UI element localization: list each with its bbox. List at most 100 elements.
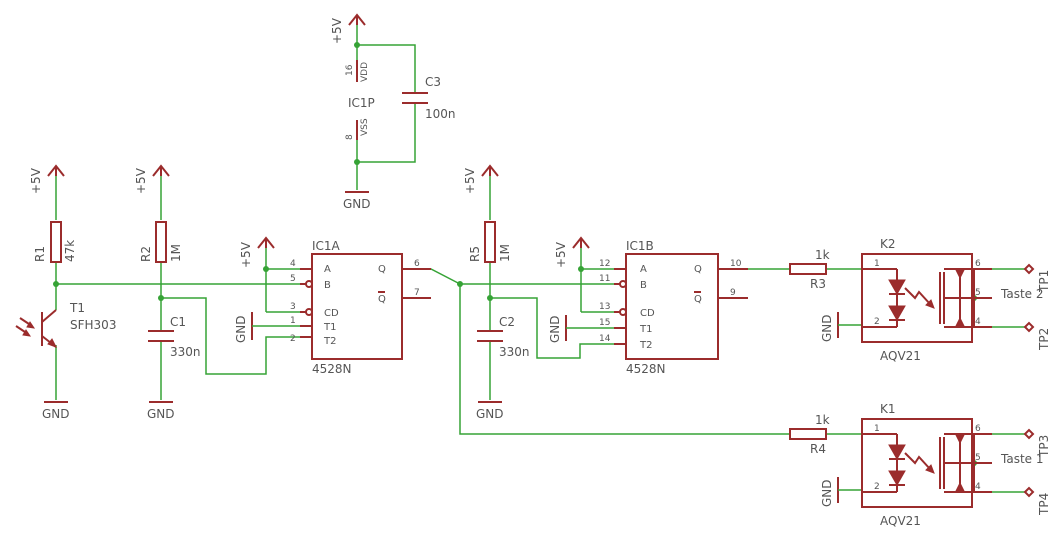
- gnd-symbol-k2: GND: [820, 312, 862, 342]
- pin-number: 6: [975, 424, 981, 434]
- ic1p-name: IC1P: [348, 96, 375, 110]
- net-ic1p-vdd: [356, 25, 416, 92]
- pin-number: 2: [874, 317, 880, 327]
- r2-name: R2: [139, 246, 153, 262]
- pin-label-qn: Q: [694, 294, 702, 305]
- net-ic1p-vss: [356, 104, 416, 163]
- capacitor-c2: C2 330n: [477, 315, 530, 359]
- r4-name: R4: [810, 442, 826, 456]
- pin-label-q: Q: [694, 264, 702, 275]
- junction-dot: [263, 266, 269, 272]
- vcc-symbol-r2: +5V: [134, 164, 170, 194]
- resistor-r1: R1 47k: [33, 221, 77, 263]
- pin-number: 14: [599, 334, 611, 344]
- r5-name: R5: [468, 246, 482, 262]
- supply-symbols: +5V +5V +5V +5V +5V +5V GND GND: [29, 13, 862, 507]
- gnd-label: GND: [42, 407, 70, 421]
- pin-label-q: Q: [378, 264, 386, 275]
- pin-label-cd: CD: [324, 308, 339, 319]
- vcc-label: +5V: [134, 167, 148, 194]
- pin-number: 2: [874, 482, 880, 492]
- resistor-r2: R2 1M: [139, 221, 183, 263]
- pin-number: 9: [730, 288, 736, 298]
- gnd-label: GND: [476, 407, 504, 421]
- vcc-symbol-ic1b: +5V: [554, 236, 590, 268]
- pin-number: 10: [730, 259, 742, 269]
- pin-label-a: A: [640, 264, 647, 275]
- tp1-label: TP1: [1037, 270, 1051, 293]
- vcc-symbol-ic1p: +5V: [330, 13, 366, 44]
- ic1a-name: IC1A: [312, 239, 341, 253]
- gnd-symbol-ic1b: GND: [548, 315, 626, 343]
- vcc-label: +5V: [239, 241, 253, 268]
- r1-value: 47k: [63, 240, 77, 262]
- pin-number: 5: [975, 453, 981, 463]
- r2-value: 1M: [169, 244, 183, 262]
- pin-number: 1: [874, 259, 880, 269]
- capacitor-c3: C3 100n: [402, 75, 456, 121]
- pin-label-b: B: [324, 280, 331, 291]
- pin-label-vdd: VDD: [360, 62, 370, 82]
- c1-value: 330n: [170, 345, 201, 359]
- pin-number: 5: [290, 274, 296, 284]
- pin-number: 1: [290, 316, 296, 326]
- ic1b-monoflop: IC1B 4528N A B CD T1 T2 Q Q 12 11 13 15 …: [599, 239, 748, 376]
- junction-dot: [53, 281, 59, 287]
- ic1a-monoflop: IC1A 4528N A B CD T1 T2 Q Q 4 5 3 1 2 6 …: [290, 239, 431, 376]
- tp3-label: TP3: [1037, 435, 1051, 458]
- k2-net-label: Taste 2: [1000, 287, 1044, 301]
- pin-number: 4: [975, 317, 981, 327]
- resistor-r5: R5 1M: [468, 221, 512, 263]
- gnd-symbol-ic1a: GND: [234, 312, 312, 343]
- tp4-label: TP4: [1037, 493, 1051, 516]
- r3-value: 1k: [815, 248, 830, 262]
- pin-label-a: A: [324, 264, 331, 275]
- junction-dot: [487, 295, 493, 301]
- c3-name: C3: [425, 75, 441, 89]
- c1-name: C1: [170, 315, 186, 329]
- test-points: TP1 TP2 TP3 TP4: [1023, 263, 1051, 516]
- nets: [55, 25, 1025, 493]
- pin-label-t2: T2: [323, 336, 336, 347]
- k1-value: AQV21: [880, 514, 921, 528]
- solid-state-relay-k2: K2 AQV21 1 2 6 5 4 Taste 2: [861, 237, 1044, 363]
- pin-number: 12: [599, 259, 610, 269]
- ic1b-name: IC1B: [626, 239, 654, 253]
- ic1b-value: 4528N: [626, 362, 666, 376]
- pin-number: 2: [290, 334, 296, 344]
- gnd-symbol-c1: GND: [147, 401, 175, 421]
- vcc-label: +5V: [554, 241, 568, 268]
- r5-value: 1M: [498, 244, 512, 262]
- k1-net-label: Taste 1: [1000, 452, 1044, 466]
- vcc-label: +5V: [463, 167, 477, 194]
- net-q1-down: [459, 284, 790, 435]
- gnd-label: GND: [820, 479, 834, 507]
- testpoint-tp1: TP1: [1023, 263, 1051, 293]
- vcc-label: +5V: [330, 17, 344, 44]
- net-ic1a-q: [402, 268, 461, 285]
- vcc-symbol-r1: +5V: [29, 164, 65, 194]
- pin-label-t1: T1: [323, 322, 336, 333]
- capacitor-c1: C1 330n: [148, 315, 201, 359]
- ic1p-power: 16 VDD 8 VSS IC1P: [345, 60, 375, 140]
- c3-value: 100n: [425, 107, 456, 121]
- vcc-symbol-r5: +5V: [463, 164, 499, 194]
- k2-name: K2: [880, 237, 896, 251]
- pin-label-t2: T2: [639, 340, 652, 351]
- pin-number: 7: [414, 288, 420, 298]
- net-c1-t2: [161, 297, 312, 375]
- pin-number: 4: [290, 259, 296, 269]
- gnd-symbol-c2: GND: [476, 401, 504, 421]
- c2-name: C2: [499, 315, 515, 329]
- pin-number: 5: [975, 288, 981, 298]
- gnd-label: GND: [548, 315, 562, 343]
- pin-number: 6: [975, 259, 981, 269]
- pin-number: 6: [414, 259, 420, 269]
- t1-name: T1: [69, 301, 85, 315]
- testpoint-tp4: TP4: [1023, 486, 1051, 516]
- junctions: [53, 42, 977, 466]
- pin-number: 16: [345, 64, 355, 76]
- pin-number: 13: [599, 302, 610, 312]
- gnd-label: GND: [343, 197, 371, 211]
- r3-name: R3: [810, 277, 826, 291]
